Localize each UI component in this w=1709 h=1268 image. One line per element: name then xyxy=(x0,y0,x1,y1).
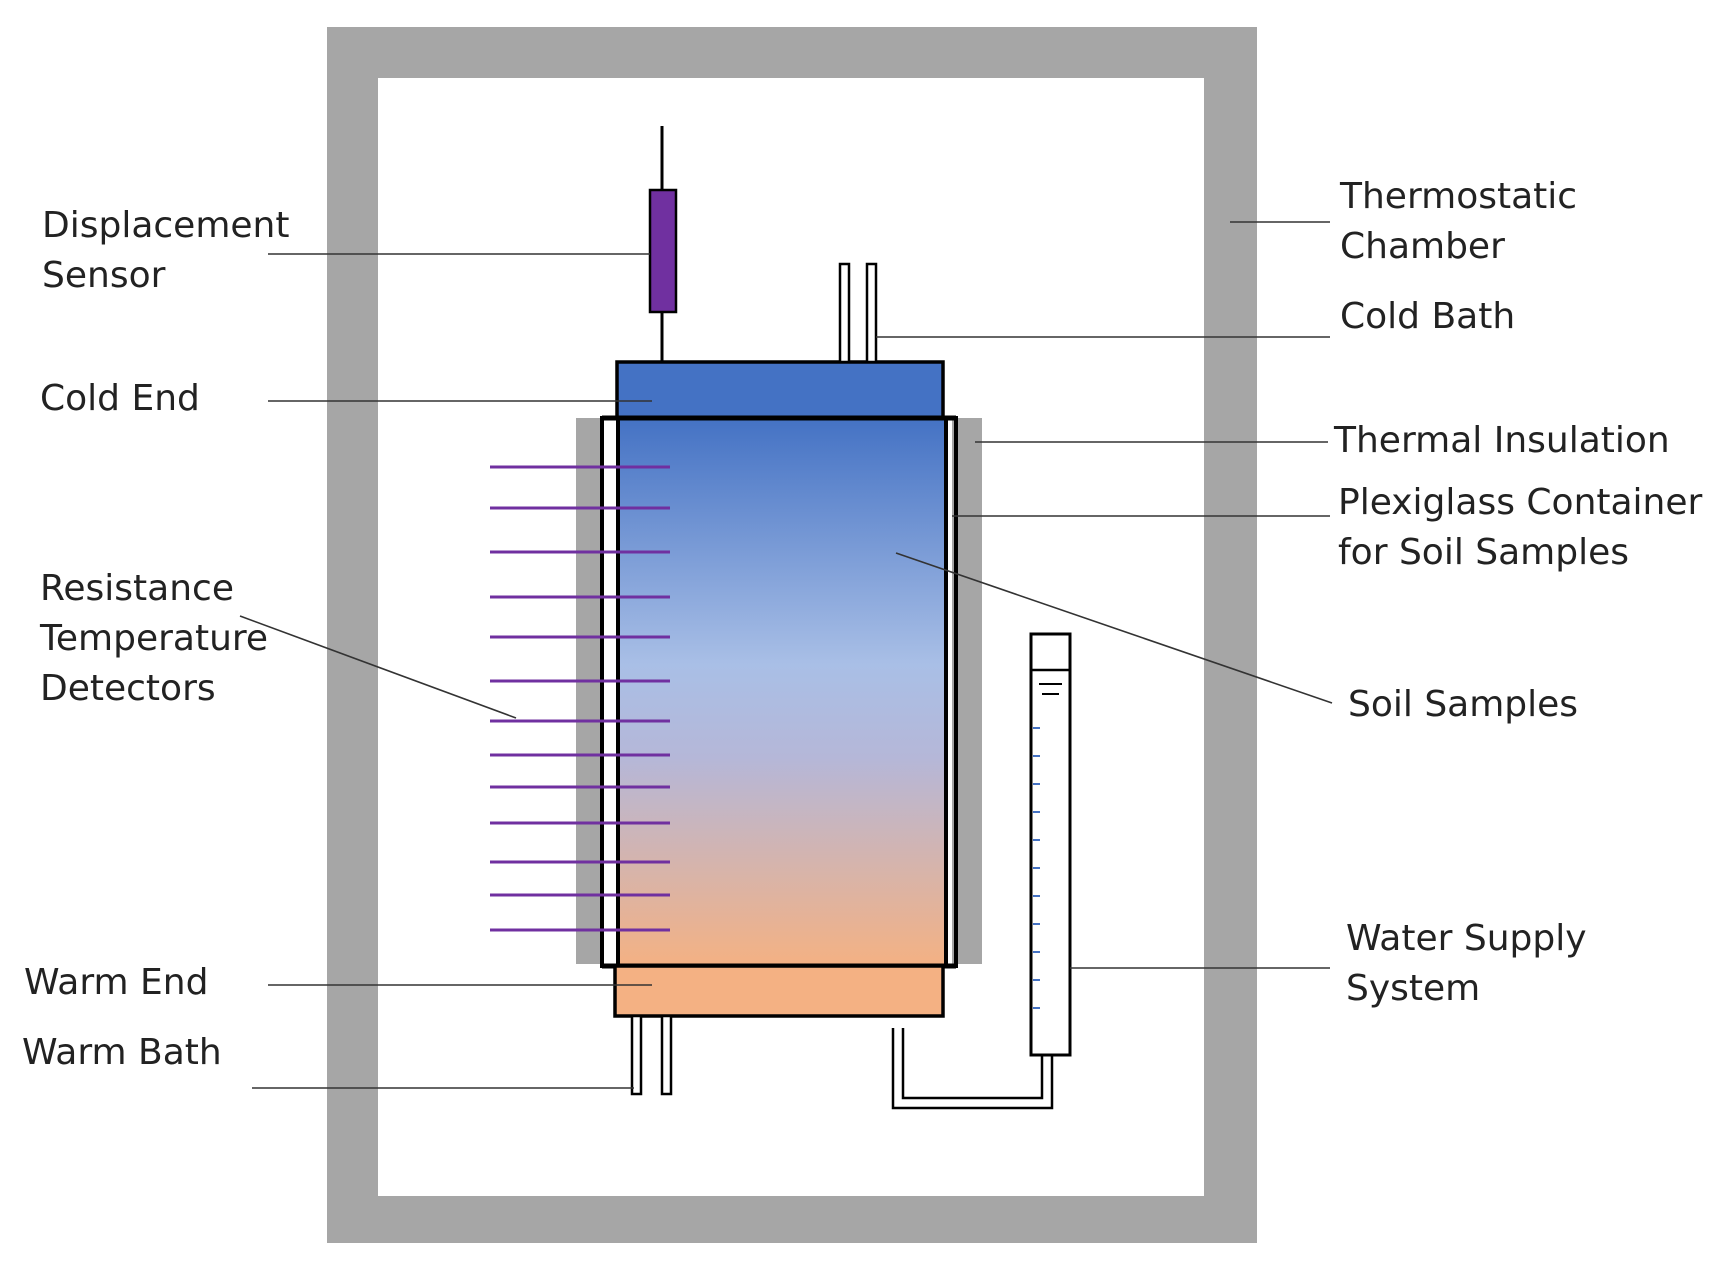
water-supply-system xyxy=(891,632,1072,1110)
burette-scale-ticks xyxy=(1033,727,1040,1009)
label-soil-samples: Soil Samples xyxy=(1348,684,1578,725)
label-warm-end: Warm End xyxy=(24,962,208,1003)
warm-end-plate xyxy=(613,964,945,1018)
leader-rtd xyxy=(239,615,517,719)
cold-bath-pipe-2 xyxy=(865,262,878,364)
label-warm-bath: Warm Bath xyxy=(22,1032,222,1073)
water-supply-burette xyxy=(1029,632,1072,1057)
label-displacement-sensor: Displacement Sensor xyxy=(42,205,301,296)
soil-samples xyxy=(618,418,946,966)
displacement-sensor xyxy=(648,188,678,314)
leader-soil-samples xyxy=(895,552,1333,704)
cold-end-plate xyxy=(615,360,945,420)
label-thermostatic-chamber: Thermostatic Chamber xyxy=(1339,176,1589,267)
warm-bath-pipe-2 xyxy=(660,1014,673,1096)
water-supply-tube xyxy=(891,1028,1054,1110)
label-cold-bath: Cold Bath xyxy=(1340,296,1515,337)
rtd-probes xyxy=(490,465,670,932)
warm-bath-pipe-1 xyxy=(630,1014,643,1096)
label-plexiglass-container: Plexiglass Container for Soil Samples xyxy=(1338,482,1709,573)
cold-bath-pipe-1 xyxy=(838,262,851,364)
thermal-insulation-left xyxy=(576,418,604,964)
label-thermal-insulation: Thermal Insulation xyxy=(1333,420,1670,461)
label-cold-end: Cold End xyxy=(40,378,200,419)
label-water-supply-system: Water Supply System xyxy=(1346,918,1598,1009)
label-resistance-temperature-detectors: Resistance Temperature Detectors xyxy=(39,568,280,709)
